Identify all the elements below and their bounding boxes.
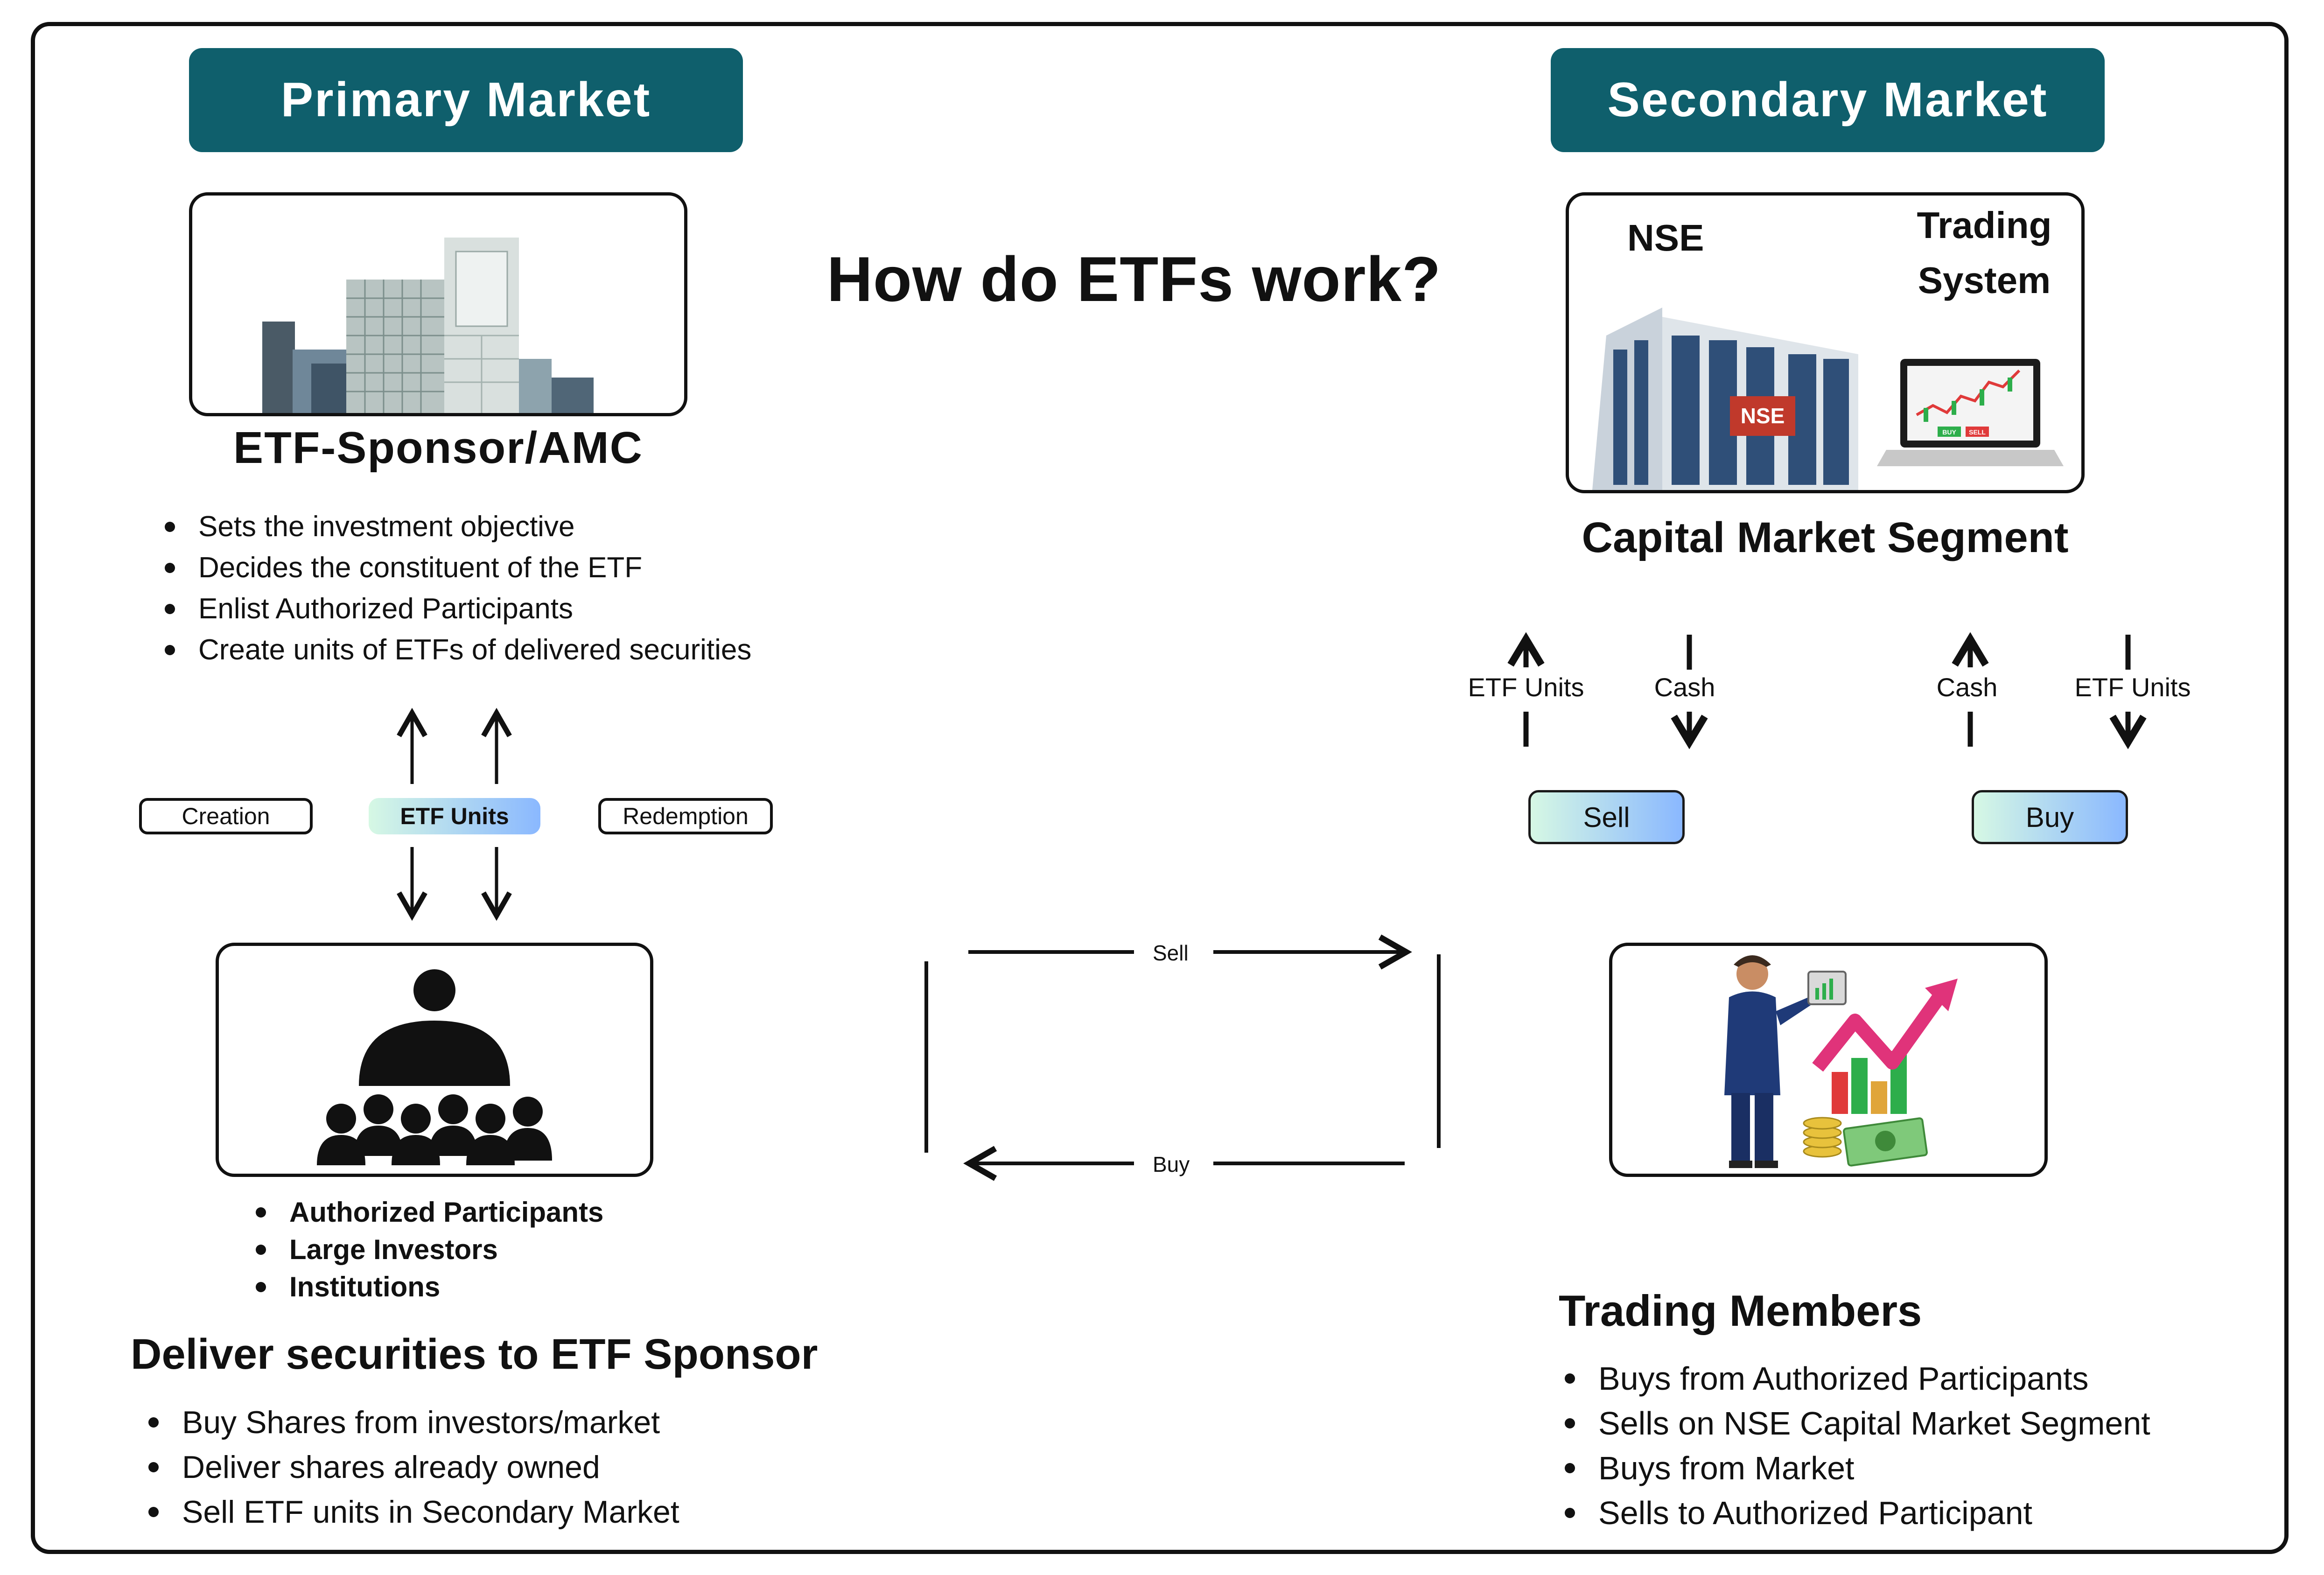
laptop-sell-text: SELL: [1969, 428, 1986, 436]
market-exchange-arrows: [924, 934, 1441, 1181]
participants-list: Authorized Participants Large Investors …: [252, 1194, 603, 1306]
list-item: Deliver shares already owned: [145, 1445, 679, 1490]
list-item: Sells on NSE Capital Market Segment: [1561, 1401, 2150, 1446]
list-item: Institutions: [252, 1268, 603, 1306]
trading-members-list: Buys from Authorized Participants Sells …: [1561, 1356, 2150, 1535]
buy-arrow-label: Buy: [1143, 1152, 1199, 1177]
capital-market-segment-title: Capital Market Segment: [1582, 514, 2069, 561]
building-illustration: [262, 238, 594, 413]
sponsor-title: ETF-Sponsor/AMC: [233, 423, 643, 473]
primary-market-header: Primary Market: [189, 48, 743, 152]
list-item: Large Investors: [252, 1231, 603, 1268]
trading-system-line2: System: [1918, 259, 2051, 301]
participants-image: [216, 943, 653, 1177]
trading-members-image: [1609, 943, 2048, 1177]
buy-button: Buy: [1972, 790, 2128, 844]
trading-system-line1: Trading: [1917, 204, 2052, 246]
nse-trading-system-image: NSE Trading System NSE BUY SELL: [1566, 192, 2085, 493]
page-title: How do ETFs work?: [826, 244, 1442, 315]
list-item: Buys from Market: [1561, 1446, 2150, 1491]
creation-label: Creation: [139, 798, 313, 834]
list-item: Authorized Participants: [252, 1194, 603, 1231]
sell-side-down-label: Cash: [1654, 672, 1715, 702]
nse-building-and-laptop-illustration: NSE BUY SELL: [1592, 308, 2064, 490]
primary-flow-arrows: [397, 707, 512, 921]
list-item: Buy Shares from investors/market: [145, 1400, 679, 1445]
sell-arrow-label: Sell: [1143, 940, 1198, 966]
sponsor-points-list: Sets the investment objective Decides th…: [161, 506, 751, 671]
sponsor-building-image: [189, 192, 687, 416]
list-item: Enlist Authorized Participants: [161, 588, 751, 630]
deliver-points-list: Buy Shares from investors/market Deliver…: [145, 1400, 679, 1534]
laptop-buy-text: BUY: [1942, 428, 1956, 436]
nse-sign-text: NSE: [1741, 404, 1785, 428]
trading-system-label: Trading System: [1886, 198, 2081, 308]
trading-members-title: Trading Members: [1559, 1286, 1922, 1335]
nse-label: NSE: [1627, 217, 1704, 259]
trader-chart-illustration: [1724, 955, 1958, 1168]
diagram-frame: [31, 22, 2289, 1554]
list-item: Sell ETF units in Secondary Market: [145, 1490, 679, 1534]
list-item: Create units of ETFs of delivered securi…: [161, 630, 751, 671]
audience-icon: [317, 969, 552, 1165]
sell-side-up-label: ETF Units: [1468, 672, 1584, 702]
buy-side-up-label: Cash: [1936, 672, 1998, 702]
secondary-market-header: Secondary Market: [1551, 48, 2105, 152]
list-item: Buys from Authorized Participants: [1561, 1356, 2150, 1401]
list-item: Sets the investment objective: [161, 506, 751, 547]
list-item: Decides the constituent of the ETF: [161, 547, 751, 588]
buy-side-down-label: ETF Units: [2074, 672, 2191, 702]
etf-units-label: ETF Units: [369, 798, 540, 834]
list-item: Sells to Authorized Participant: [1561, 1491, 2150, 1535]
deliver-title: Deliver securities to ETF Sponsor: [131, 1330, 818, 1378]
sell-button: Sell: [1528, 790, 1685, 844]
redemption-label: Redemption: [598, 798, 773, 834]
secondary-flow-arrows: [1507, 632, 2147, 749]
